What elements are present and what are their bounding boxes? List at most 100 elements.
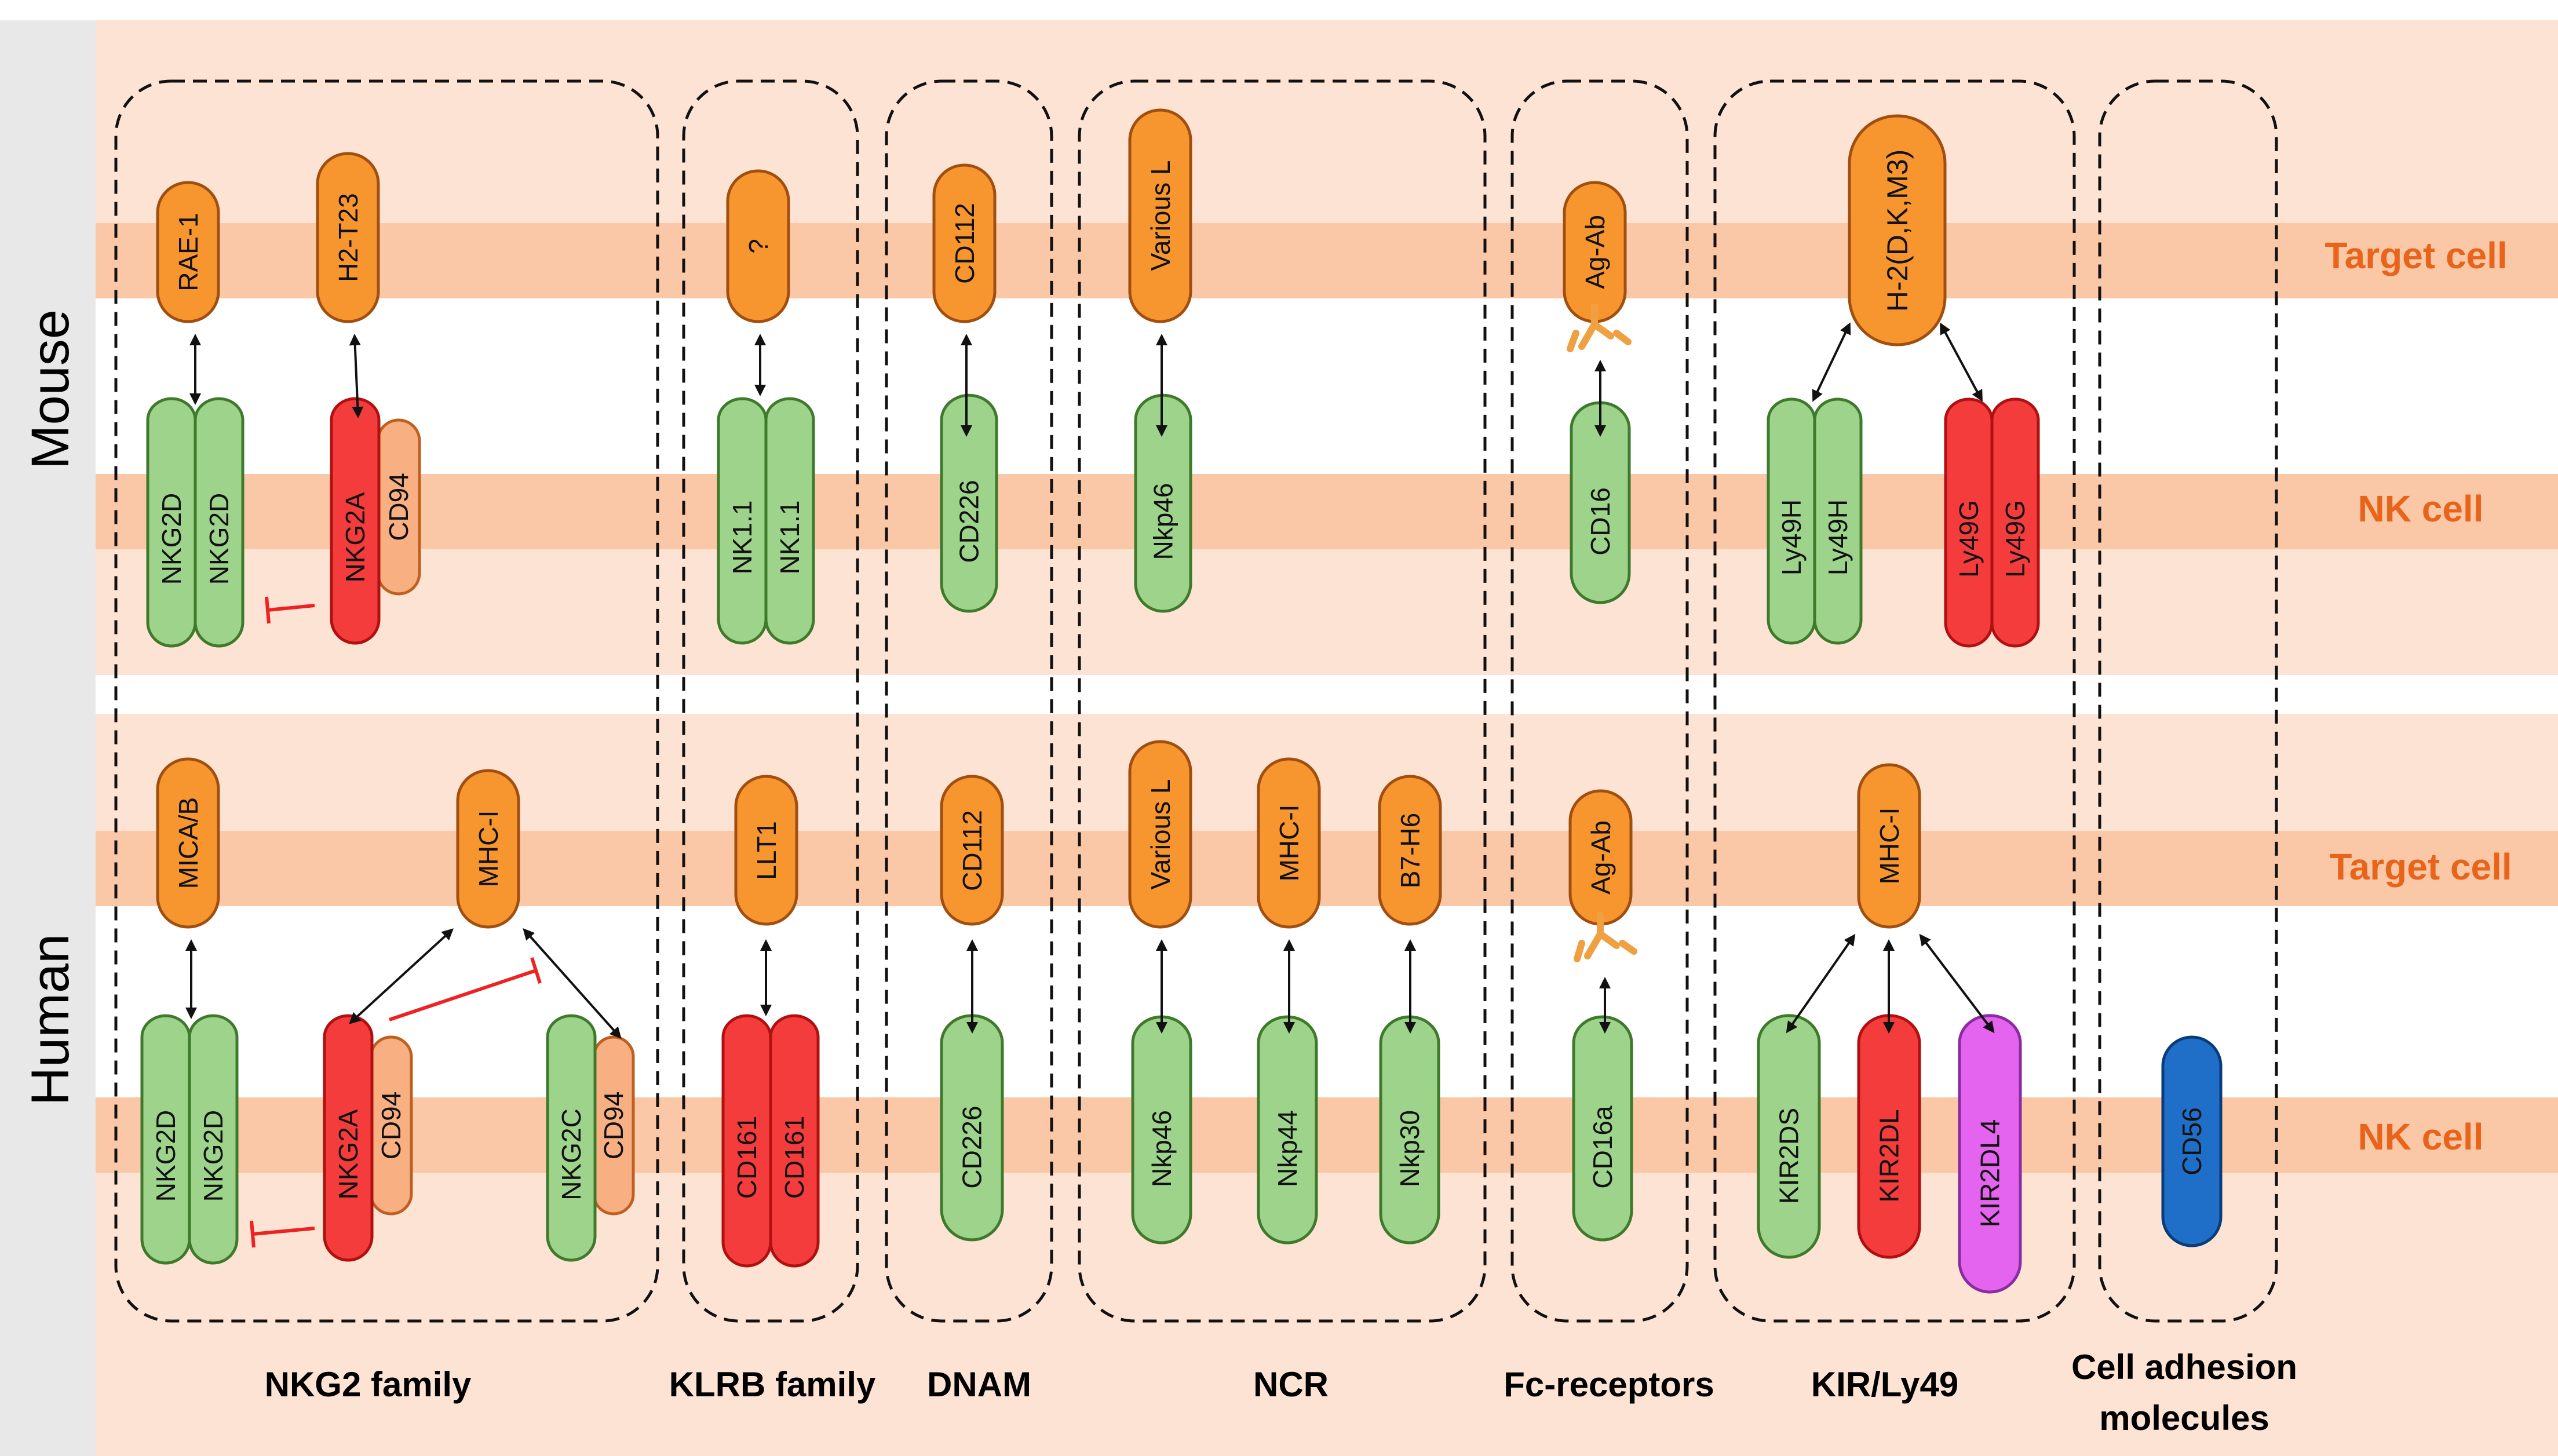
inhibit-human-nkg2a-nkg2d bbox=[250, 1220, 315, 1248]
mouse-ligand-cd112-label: CD112 bbox=[950, 203, 980, 284]
band-mouse-target bbox=[96, 223, 2558, 298]
mouse-receptor-ly49g-1: Ly49G bbox=[1944, 397, 1994, 648]
human-ligand-cd112-label: CD112 bbox=[957, 810, 987, 891]
human-ligand-cd112 bbox=[940, 775, 1004, 926]
mouse-receptor-nkp46-label: Nkp46 bbox=[1148, 483, 1178, 560]
mouse-receptor-nkg2d-1-label: NKG2D bbox=[156, 493, 187, 585]
family-label-fc: Fc-receptors bbox=[1504, 1365, 1714, 1404]
mouse-ligand-ag-ab-label: Ag-Ab bbox=[1580, 215, 1610, 289]
human-ligand-llt1 bbox=[734, 775, 798, 926]
mouse-ligand-cd112 bbox=[932, 163, 997, 323]
arrow-mouse-h2-ly49h bbox=[1812, 322, 1851, 402]
arrow-human-mhc1-kir2ds bbox=[1786, 933, 1856, 1034]
family-label-ncr: NCR bbox=[1253, 1365, 1329, 1404]
mouse-receptor-cd16: CD16 bbox=[1570, 401, 1631, 604]
human-ligand-llt1-label: LLT1 bbox=[751, 821, 782, 880]
mouse-receptor-ly49g-1-label: Ly49G bbox=[1954, 500, 1984, 578]
human-receptor-kir2dl4: KIR2DL4 bbox=[1958, 1014, 2022, 1294]
mouse-receptor-nkg2d-1: NKG2D bbox=[146, 397, 197, 648]
row-label-mouse-nk: NK cell bbox=[2358, 488, 2484, 530]
mouse-receptor-nkg2a: NKG2A bbox=[330, 397, 381, 645]
row-label-human-nk: NK cell bbox=[2358, 1116, 2484, 1158]
human-receptor-cd94-c-label: CD94 bbox=[599, 1092, 629, 1160]
mouse-ligand-h2t23 bbox=[316, 152, 380, 323]
human-ligand-various-l-label: Various L bbox=[1145, 779, 1176, 890]
human-ligand-mhc1-nkg2-label: MHC-I bbox=[473, 811, 503, 888]
mouse-receptor-nk11-1-label: NK1.1 bbox=[727, 501, 757, 575]
arrow-human-mhc1-nkg2a bbox=[349, 928, 454, 1024]
human-receptor-kir2dl-label: KIR2DL bbox=[1874, 1109, 1904, 1202]
human-ligand-mhc1-kir bbox=[1857, 763, 1921, 929]
mouse-receptor-cd226: CD226 bbox=[940, 393, 998, 613]
mouse-receptor-ly49h-1-label: Ly49H bbox=[1776, 499, 1807, 575]
human-ligand-mhc1-ncr-label: MHC-I bbox=[1274, 805, 1304, 882]
mouse-receptor-ly49h-2: Ly49H bbox=[1813, 397, 1863, 645]
group-box-kir bbox=[1713, 79, 2076, 1323]
mouse-receptor-cd94-label: CD94 bbox=[384, 473, 414, 541]
mouse-receptor-nkg2a-label: NKG2A bbox=[340, 492, 370, 582]
human-receptor-cd226: CD226 bbox=[940, 1014, 1004, 1242]
human-receptor-cd161-2-label: CD161 bbox=[779, 1116, 809, 1199]
human-receptor-cd94-a-label: CD94 bbox=[376, 1092, 406, 1160]
human-ligand-b7h6 bbox=[1378, 775, 1442, 926]
group-box-klrb bbox=[682, 79, 859, 1323]
band-mouse-nk bbox=[96, 474, 2558, 549]
family-label-kir: KIR/Ly49 bbox=[1811, 1365, 1959, 1404]
mouse-receptor-cd94: CD94 bbox=[376, 418, 421, 596]
mouse-ligand-h2dkm3 bbox=[1848, 114, 1947, 346]
arrow-mouse-h2-ly49g bbox=[1940, 322, 1983, 402]
mouse-receptor-ly49g-2-label: Ly49G bbox=[2000, 500, 2030, 578]
mouse-ligand-unknown-label: ? bbox=[743, 239, 773, 254]
human-receptor-cd16a-label: CD16a bbox=[1588, 1105, 1618, 1189]
mouse-ligand-h2t23-label: H2-T23 bbox=[333, 193, 363, 282]
species-label-human: Human bbox=[21, 934, 80, 1106]
human-ligand-mhc1-ncr bbox=[1257, 757, 1321, 929]
human-receptor-cd56-label: CD56 bbox=[2177, 1107, 2207, 1176]
human-receptor-kir2dl4-label: KIR2DL4 bbox=[1975, 1119, 2005, 1228]
human-ligand-mica-b-label: MICA/B bbox=[173, 797, 203, 889]
human-receptor-kir2ds-label: KIR2DS bbox=[1774, 1108, 1804, 1204]
arrow-human-mhc1-nkg2c bbox=[523, 928, 622, 1039]
arrow-mouse-h2t23-nkg2a bbox=[349, 334, 364, 418]
inhibit-mouse-nkg2a-nkg2d bbox=[265, 596, 315, 624]
mouse-receptor-nkp46: Nkp46 bbox=[1134, 393, 1192, 613]
human-receptor-nkg2c: NKG2C bbox=[546, 1014, 597, 1262]
human-receptor-kir2ds: KIR2DS bbox=[1757, 1014, 1821, 1259]
human-receptor-nkg2d-2-label: NKG2D bbox=[198, 1110, 228, 1202]
human-receptor-nkp30: Nkp30 bbox=[1379, 1015, 1440, 1245]
human-ligand-b7h6-label: B7-H6 bbox=[1395, 813, 1425, 888]
inhibit-human-nkg2a-nkg2c bbox=[389, 957, 542, 1021]
mouse-receptor-nk11-2: NK1.1 bbox=[764, 397, 815, 645]
mouse-receptor-cd16-label: CD16 bbox=[1585, 487, 1615, 556]
species-label-mouse: Mouse bbox=[21, 309, 80, 469]
mouse-receptor-nkg2d-2: NKG2D bbox=[194, 397, 245, 648]
human-receptor-nkg2d-1: NKG2D bbox=[140, 1014, 191, 1265]
group-box-ncr bbox=[1078, 79, 1487, 1323]
group-box-fc bbox=[1510, 79, 1689, 1323]
human-receptor-nkp44-label: Nkp44 bbox=[1272, 1110, 1302, 1187]
mouse-ligand-rae1 bbox=[156, 181, 220, 323]
human-receptor-cd94-a: CD94 bbox=[369, 1035, 413, 1216]
group-box-nkg2 bbox=[114, 79, 659, 1323]
human-receptor-kir2dl: KIR2DL bbox=[1857, 1014, 1921, 1259]
mouse-receptor-ly49g-2: Ly49G bbox=[1990, 397, 2040, 648]
mouse-ligand-various-l bbox=[1128, 108, 1192, 323]
group-box-cam bbox=[2098, 79, 2278, 1323]
human-ligand-mhc1-kir-label: MHC-I bbox=[1874, 808, 1904, 885]
human-receptor-nkg2a-label: NKG2A bbox=[333, 1109, 363, 1199]
human-receptor-nkg2d-2: NKG2D bbox=[188, 1014, 239, 1265]
gap-mouse bbox=[96, 298, 2558, 474]
family-label-nkg2: NKG2 family bbox=[265, 1365, 472, 1404]
arrow-human-mhc1-kir2dl4 bbox=[1919, 933, 1995, 1034]
human-ligand-mica-b bbox=[156, 757, 220, 929]
mouse-receptor-nk11-1: NK1.1 bbox=[717, 397, 768, 645]
human-ligand-ag-ab-label: Ag-Ab bbox=[1586, 820, 1616, 895]
human-receptor-nkp46: Nkp46 bbox=[1131, 1015, 1192, 1245]
group-box-dnam bbox=[885, 79, 1053, 1323]
human-receptor-nkg2c-label: NKG2C bbox=[556, 1108, 586, 1200]
human-receptor-nkg2d-1-label: NKG2D bbox=[151, 1110, 181, 1202]
human-receptor-nkp44: Nkp44 bbox=[1257, 1015, 1318, 1245]
row-label-mouse-target: Target cell bbox=[2325, 235, 2507, 276]
row-label-human-target: Target cell bbox=[2329, 846, 2512, 888]
